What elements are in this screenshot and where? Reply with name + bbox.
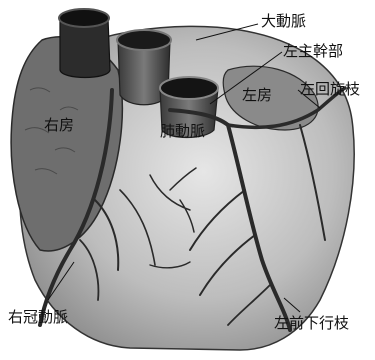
label-left-atrium: 左房 [242,88,272,103]
label-pulmonary-artery: 肺動脈 [160,124,205,139]
label-left-circumflex: 左回旋枝 [300,82,360,97]
pulmonary-trunk-upper-opening [117,30,171,50]
label-lad: 左前下行枝 [274,316,349,331]
label-aorta: 大動脈 [261,14,306,29]
label-right-atrium: 右房 [44,118,74,133]
pulmonary-artery-opening [160,77,218,99]
label-left-main-trunk: 左主幹部 [283,44,343,59]
label-right-coronary: 右冠動脈 [8,310,68,325]
aorta-opening [59,9,109,27]
